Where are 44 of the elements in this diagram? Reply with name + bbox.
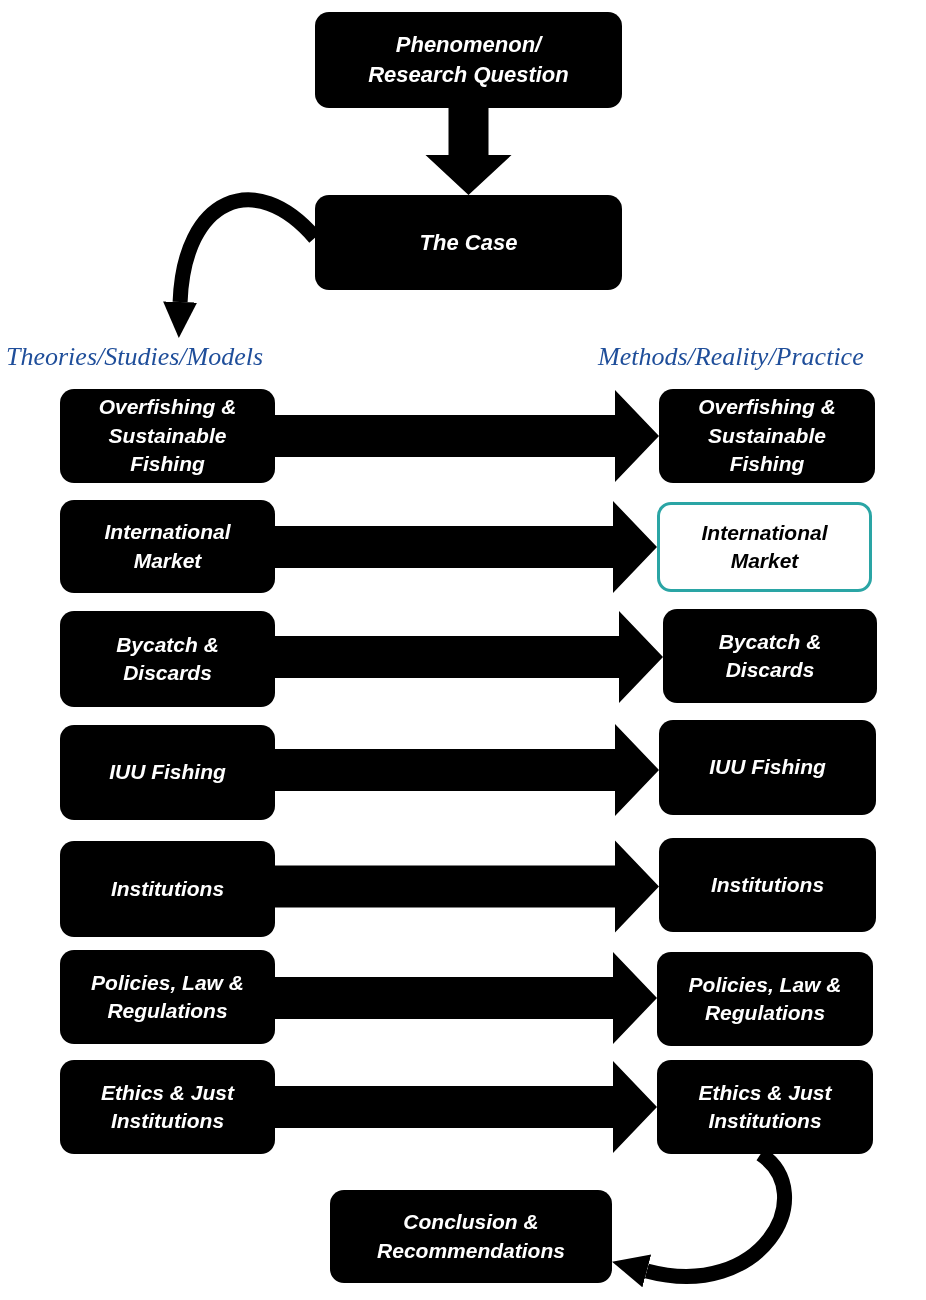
process-box [657, 1060, 873, 1154]
process-box [315, 12, 622, 108]
block-arrow [275, 611, 663, 703]
block-arrow [275, 952, 657, 1044]
process-box [659, 838, 876, 932]
block-arrow [275, 724, 659, 816]
column-heading: Methods/Reality/Practice [598, 340, 864, 373]
box-label: Overfishing & Sustainable Fishing [697, 394, 837, 478]
process-box [60, 950, 275, 1044]
box-label: Institutions [110, 875, 225, 902]
process-box [659, 389, 875, 483]
box-label: Policies, Law & Regulations [90, 969, 245, 1024]
block-arrow [275, 840, 659, 933]
box-label: Institutions [710, 871, 825, 898]
process-box [60, 841, 275, 937]
box-label: Ethics & Just Institutions [697, 1079, 833, 1134]
process-box [315, 195, 622, 290]
block-arrow [275, 501, 657, 593]
block-arrow [275, 1061, 657, 1153]
box-label: Bycatch & Discards [115, 631, 220, 686]
box-label: IUU Fishing [109, 759, 226, 786]
process-box [60, 725, 275, 820]
process-box [659, 720, 876, 815]
box-label: Bycatch & Discards [717, 628, 823, 683]
box-label: Overfishing & Sustainable Fishing [97, 394, 238, 478]
process-box [60, 611, 275, 707]
process-box [60, 1060, 275, 1154]
column-heading: Theories/Studies/Models [6, 340, 264, 373]
box-label: Policies, Law & Regulations [687, 971, 843, 1026]
process-box [330, 1190, 612, 1283]
process-box [60, 500, 275, 593]
box-label: Phenomenon/ Research Question [367, 31, 570, 89]
box-label: Conclusion & Recommendations [376, 1209, 566, 1264]
box-label: International Market [103, 519, 232, 574]
process-box [657, 502, 872, 592]
block-arrow [425, 108, 512, 195]
block-arrow [275, 390, 659, 482]
process-box [663, 609, 877, 703]
box-label: The Case [419, 228, 518, 257]
box-label: IUU Fishing [709, 754, 826, 781]
box-label: Ethics & Just Institutions [99, 1079, 236, 1134]
process-box [657, 952, 873, 1046]
process-box [60, 389, 275, 483]
box-label: International Market [700, 519, 829, 574]
